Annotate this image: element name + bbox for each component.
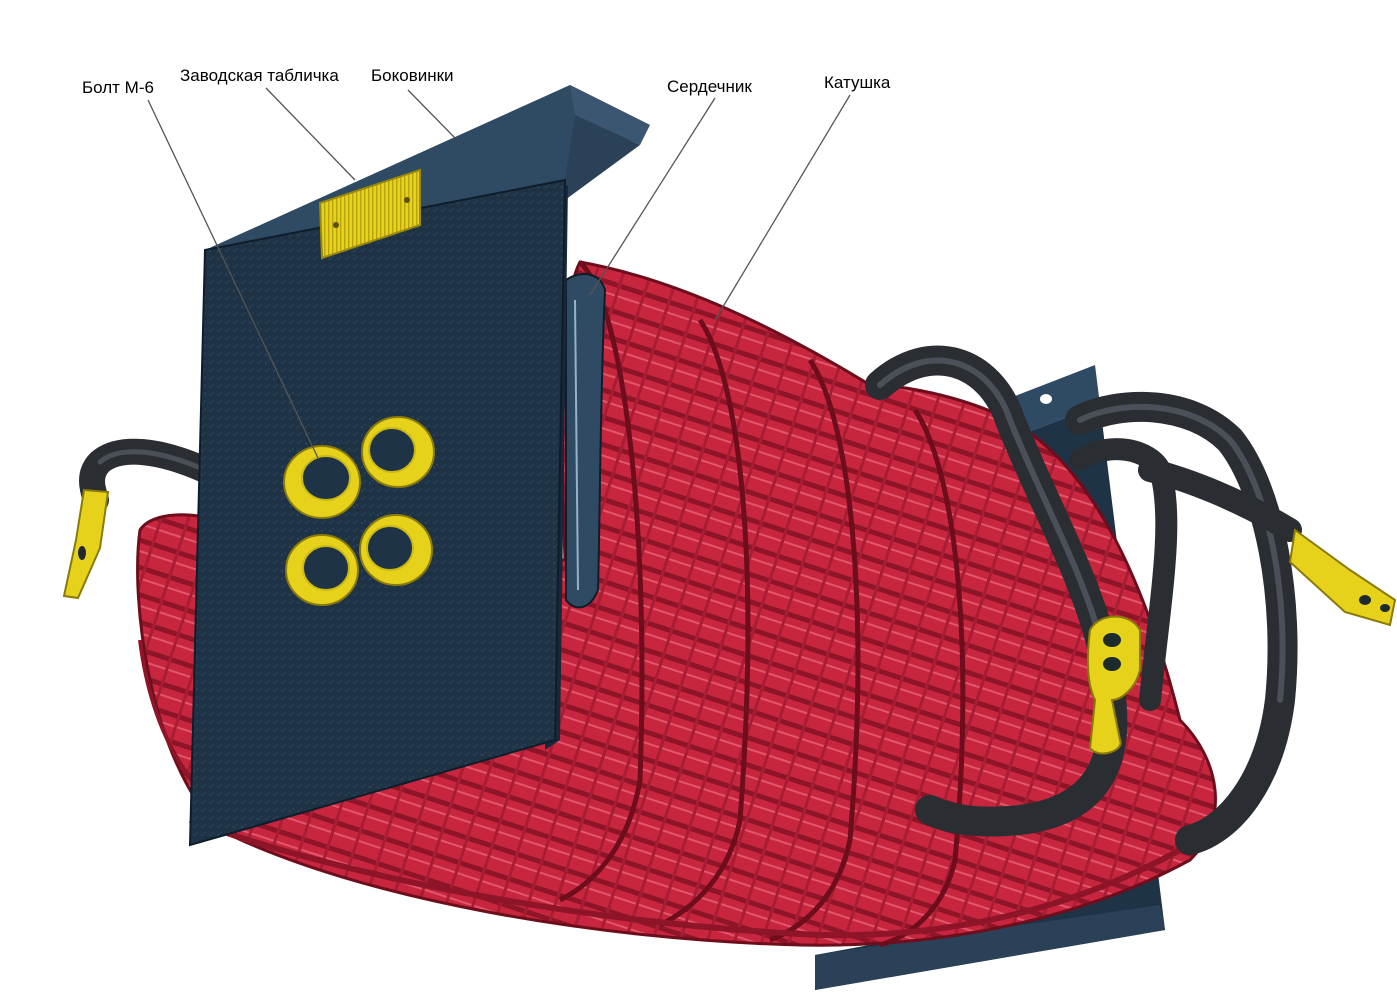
leader-bolt bbox=[147, 99, 319, 459]
left-cable bbox=[79, 438, 218, 513]
bolt-top-left bbox=[283, 445, 361, 519]
front-side-plate bbox=[188, 85, 650, 847]
leader-lines bbox=[147, 87, 851, 459]
right-cable-lug-far bbox=[1288, 528, 1397, 627]
leader-side-plates bbox=[407, 89, 456, 139]
bolt-bottom-left bbox=[285, 534, 359, 606]
bolts-m6 bbox=[283, 416, 435, 606]
bolt-top-right bbox=[361, 416, 435, 488]
label-bolt-m6: Болт М-6 bbox=[82, 78, 154, 97]
bolt-bottom-right bbox=[359, 514, 433, 586]
right-cable-lug-near bbox=[1086, 615, 1141, 755]
nameplate bbox=[318, 168, 421, 260]
left-cable-lug bbox=[62, 488, 110, 600]
label-coil: Катушка bbox=[824, 73, 891, 92]
leader-coil bbox=[714, 94, 851, 321]
label-side-plates: Боковинки bbox=[371, 66, 454, 85]
leader-nameplate bbox=[265, 87, 356, 181]
leader-core bbox=[589, 97, 716, 296]
label-nameplate: Заводская табличка bbox=[180, 66, 339, 85]
core bbox=[565, 273, 607, 609]
label-core: Сердечник bbox=[667, 77, 752, 96]
